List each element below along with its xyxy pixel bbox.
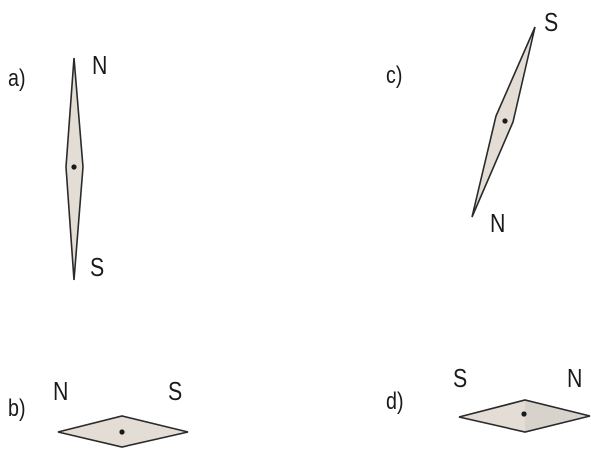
needle-a-pivot xyxy=(71,164,76,169)
needle-d-north-label: N xyxy=(567,365,582,391)
needle-b-south-label: S xyxy=(168,378,182,404)
needle-d-pivot xyxy=(521,411,526,416)
needle-a-south-label: S xyxy=(90,254,104,280)
panel-c-label: c) xyxy=(386,64,402,88)
needle-c-south-label: S xyxy=(544,9,558,35)
panel-d-label: d) xyxy=(386,390,404,414)
needle-a xyxy=(66,58,83,280)
needle-b-pivot xyxy=(119,429,124,434)
panel-a-label: a) xyxy=(8,67,26,91)
panel-b-label: b) xyxy=(8,397,26,421)
needle-c xyxy=(472,27,535,217)
needle-c-north-label: N xyxy=(490,210,505,236)
needle-b xyxy=(58,416,188,447)
needle-d-left-half xyxy=(459,400,525,432)
needle-c-pivot xyxy=(502,118,507,123)
needle-d-right-half xyxy=(525,400,590,432)
needle-a-north-label: N xyxy=(92,52,107,78)
needle-d xyxy=(459,400,590,432)
needle-b-north-label: N xyxy=(53,378,68,404)
needle-d-south-label: S xyxy=(453,365,467,391)
